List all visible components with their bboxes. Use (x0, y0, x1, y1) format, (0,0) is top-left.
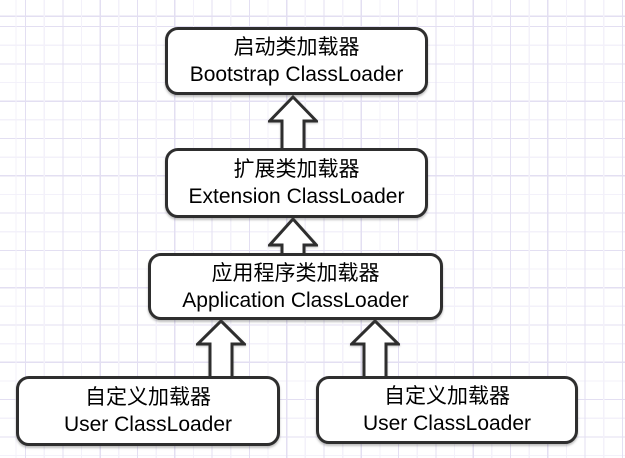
node-label-zh: 应用程序类加载器 (211, 261, 380, 285)
block-arrow-shape (268, 95, 318, 150)
node-user-classloader-left: 自定义加载器 User ClassLoader (16, 376, 280, 446)
node-label-en: Extension ClassLoader (188, 185, 405, 208)
node-application-classloader: 应用程序类加载器 Application ClassLoader (148, 253, 443, 320)
block-arrow-up-icon (268, 95, 318, 150)
node-bootstrap-classloader: 启动类加载器 Bootstrap ClassLoader (165, 27, 428, 95)
node-label-en: Bootstrap ClassLoader (189, 63, 404, 86)
node-label-zh: 自定义加载器 (85, 386, 211, 409)
node-label-zh: 自定义加载器 (384, 385, 510, 408)
node-label-zh: 启动类加载器 (233, 36, 360, 59)
node-label-en: Application ClassLoader (182, 288, 409, 312)
block-arrow-shape (196, 319, 246, 378)
node-label-en: User ClassLoader (362, 412, 532, 435)
block-arrow-up-icon (196, 319, 246, 378)
block-arrow-shape (268, 217, 318, 256)
node-label-en: User ClassLoader (63, 413, 233, 436)
node-user-classloader-right: 自定义加载器 User ClassLoader (316, 376, 578, 444)
block-arrow-shape (350, 319, 400, 378)
block-arrow-up-icon (350, 319, 400, 378)
block-arrow-up-icon (268, 217, 318, 256)
node-label-zh: 扩展类加载器 (233, 158, 360, 181)
node-extension-classloader: 扩展类加载器 Extension ClassLoader (165, 148, 428, 218)
